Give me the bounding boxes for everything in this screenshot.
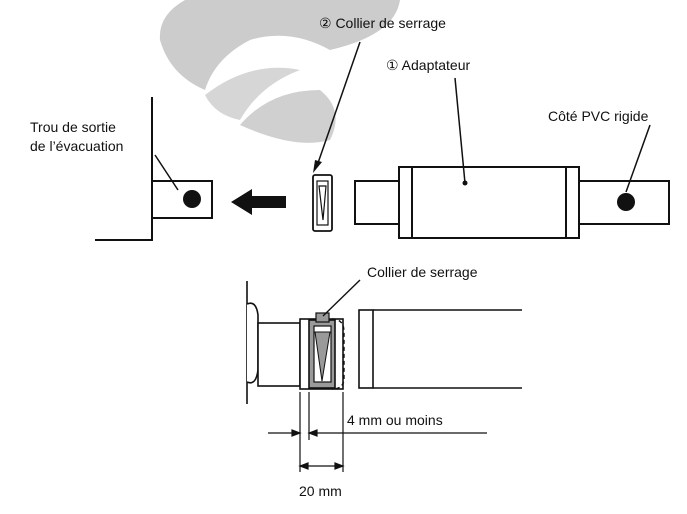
label-drain-outlet-line1: Trou de sortie [30, 119, 116, 135]
leader-line-lower [322, 279, 361, 317]
outer-pipe [358, 309, 522, 389]
watermark-logo [159, 0, 400, 143]
leader-lines-upper [154, 41, 651, 193]
label-clamp-detail: Collier de serrage [367, 264, 478, 280]
dimension-lines [268, 392, 487, 472]
left-arrow-icon [231, 189, 286, 215]
label-dim-4mm: 4 mm ou moins [347, 412, 443, 428]
inner-pipe-dashed [331, 318, 345, 390]
pvc-side-hole [617, 193, 635, 211]
label-drain-outlet-line2: de l’évacuation [30, 138, 123, 154]
label-dim-20mm: 20 mm [299, 483, 342, 499]
small-clamp [312, 174, 333, 232]
label-pvc-side: Côté PVC rigide [548, 108, 649, 124]
label-clamp-top: ② Collier de serrage [319, 15, 446, 31]
clamp-leader-arrowhead [313, 160, 322, 173]
wall-bracket [95, 97, 153, 241]
adapter-assembly [354, 166, 670, 239]
label-adapter: ① Adaptateur [386, 57, 471, 73]
drain-outlet-box [151, 180, 213, 219]
detail-clamp [308, 312, 336, 389]
flange [246, 281, 301, 404]
drain-outlet-hole [183, 190, 201, 208]
